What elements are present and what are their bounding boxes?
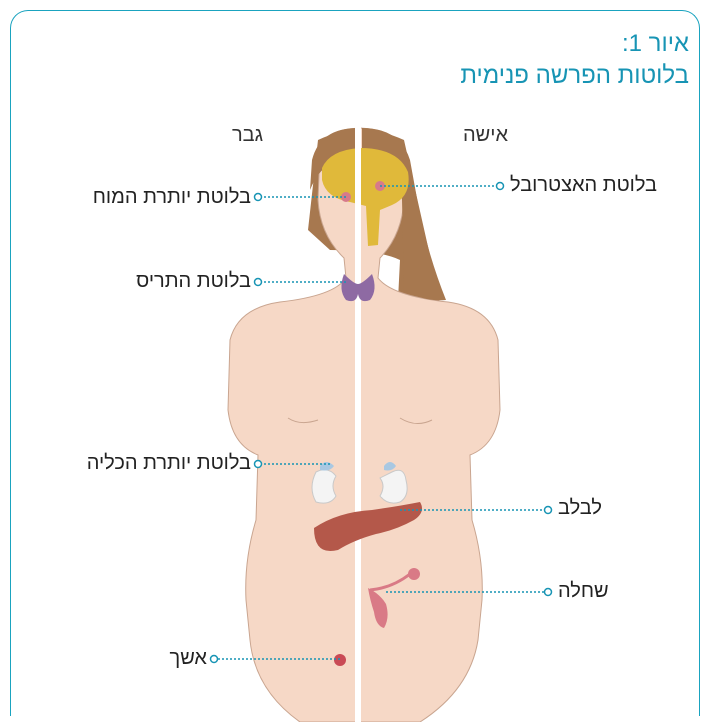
label-testis: אשך [170, 647, 207, 670]
ovary [408, 568, 420, 580]
body-silhouette [228, 128, 500, 722]
label-adrenal: בלוטת יותרת הכליה [87, 452, 251, 475]
label-pituitary: בלוטת יותרת המוח [93, 186, 251, 209]
label-ovary: שחלה [558, 580, 609, 603]
label-thyroid: בלוטת התריס [136, 270, 251, 293]
label-pancreas: לבלב [558, 497, 602, 520]
testis [334, 654, 346, 666]
kidney-left [312, 470, 336, 503]
label-pineal: בלוטת האצטרובל [510, 174, 657, 197]
center-divider [355, 126, 361, 722]
